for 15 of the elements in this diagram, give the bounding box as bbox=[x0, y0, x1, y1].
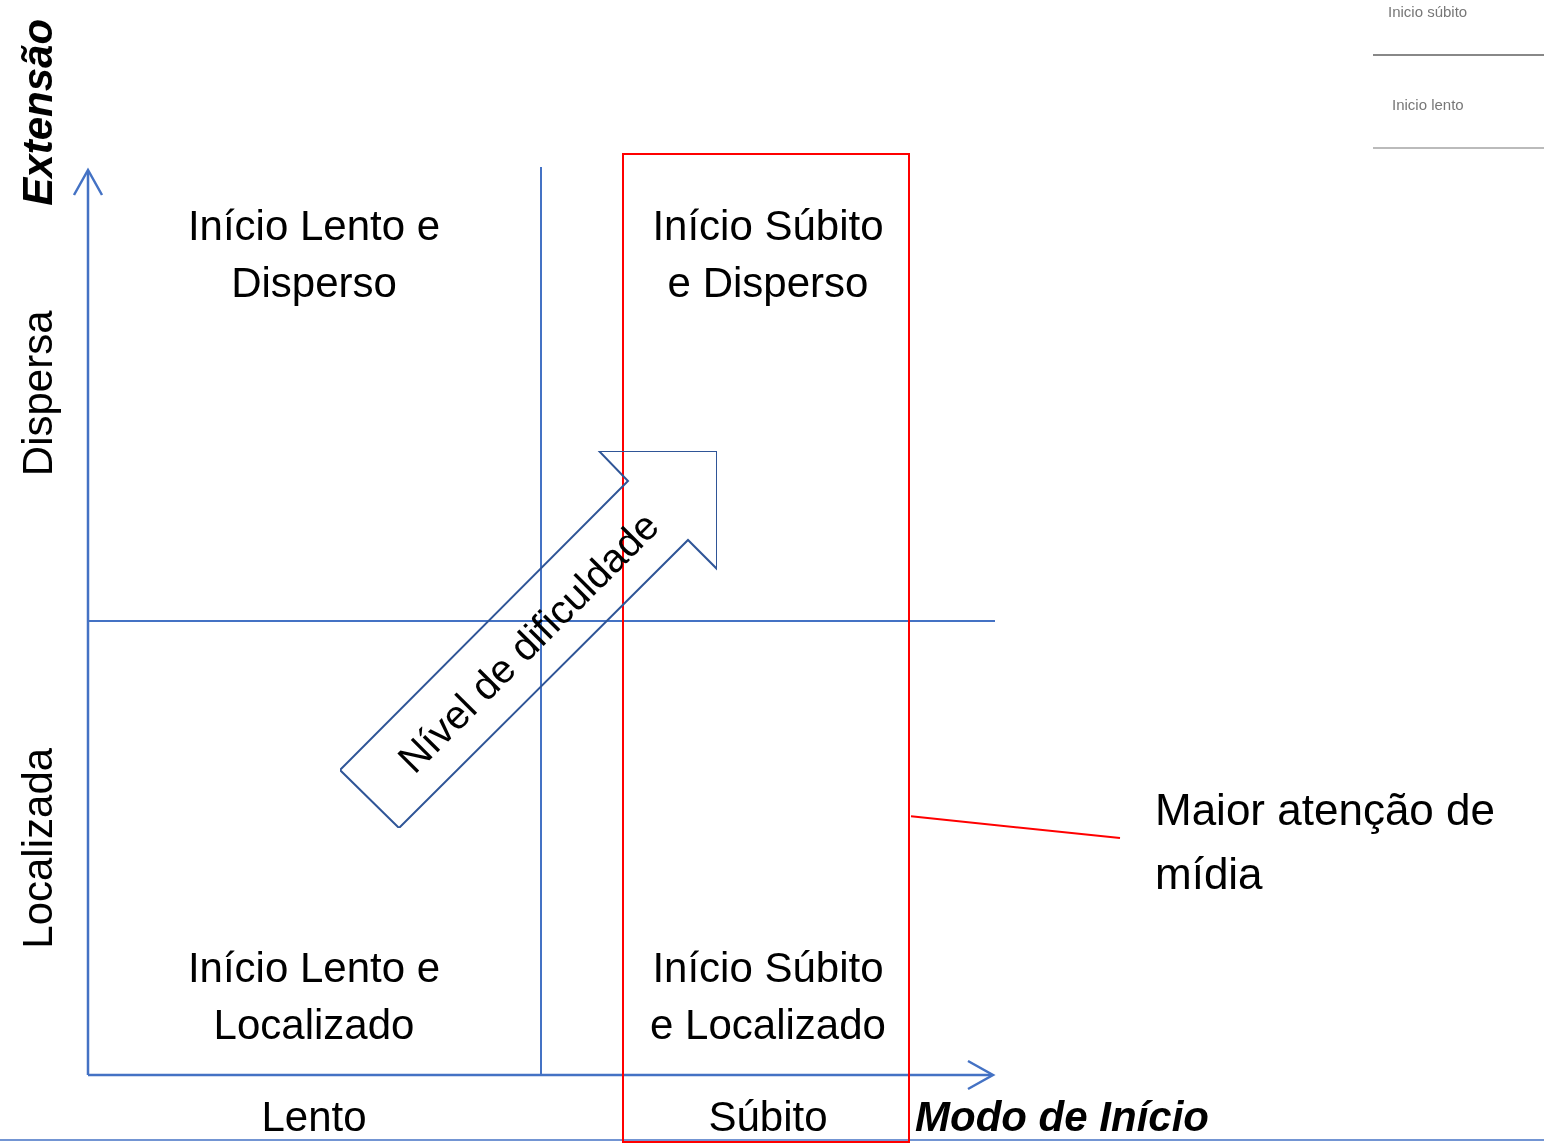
block-arrow bbox=[340, 451, 717, 828]
table-text: Inicio lento bbox=[1392, 95, 1464, 115]
callout-text: Maior atenção de mídia bbox=[1155, 784, 1496, 900]
leader-line bbox=[910, 815, 1121, 839]
quadrant-label: Início Lento e Localizado bbox=[186, 943, 442, 1051]
table-text: Inicio súbito bbox=[1388, 2, 1468, 22]
quadrant-label: Início Súbito e Localizado bbox=[649, 943, 887, 1051]
axis-label: Lento bbox=[261, 1091, 367, 1142]
axis-label: Localizada bbox=[12, 747, 62, 949]
axis-label: Súbito bbox=[708, 1091, 828, 1142]
axis-label: Extensão bbox=[12, 18, 62, 206]
quadrant-label: Início Lento e Disperso bbox=[186, 201, 442, 309]
quadrant-label: Início Súbito e Disperso bbox=[651, 201, 885, 309]
axis-label: Dispersa bbox=[12, 309, 62, 476]
axis-label: Modo de Início bbox=[915, 1091, 1209, 1142]
